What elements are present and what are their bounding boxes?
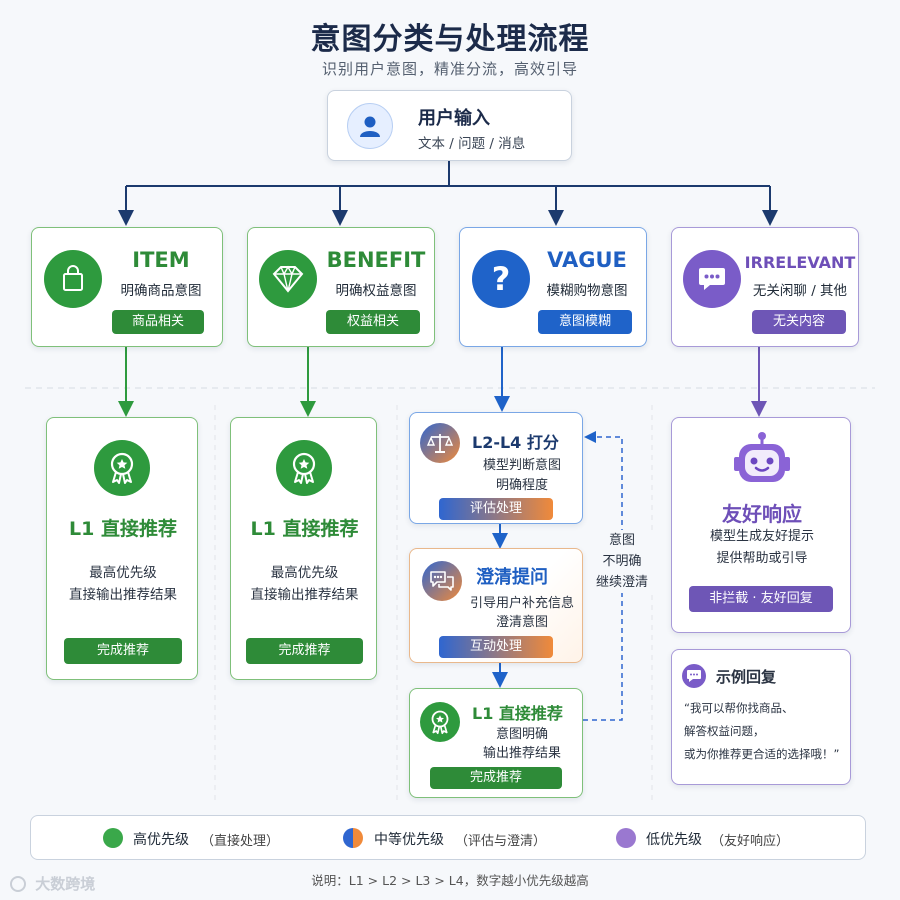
user-input-title: 用户输入 [418, 108, 490, 129]
interact-button[interactable]: 互动处理 [439, 636, 553, 658]
final-title: L1 直接推荐 [472, 704, 563, 723]
award-icon [94, 440, 150, 496]
category-desc-benefit: 明确权益意图 [335, 283, 417, 299]
example-line: “我可以帮你找商品、 [684, 701, 794, 715]
scoring-node: L2-L4 打分 模型判断意图 明确程度 评估处理 [409, 412, 583, 524]
page-title: 意图分类与处理流程 [310, 22, 590, 57]
example-title: 示例回复 [716, 668, 777, 686]
friendly-response-node: 友好响应 模型生成友好提示 提供帮助或引导 非拦截 · 友好回复 [671, 417, 851, 633]
legend-note-medium: （评估与澄清） [455, 834, 547, 849]
diamond-icon [259, 250, 317, 308]
tag-vague: 意图模糊 [538, 310, 632, 334]
l1-line1-item: 最高优先级 [89, 565, 157, 581]
tag-item: 商品相关 [112, 310, 204, 334]
user-input-node: 用户输入 文本 / 问题 / 消息 [327, 90, 572, 161]
watermark-text: 大数跨境 [35, 875, 96, 893]
category-desc-item: 明确商品意图 [120, 283, 202, 299]
robot-icon [732, 430, 792, 490]
chat-icon [683, 250, 741, 308]
page-subtitle: 识别用户意图，精准分流，高效引导 [321, 60, 578, 78]
clarify-line1: 引导用户补充信息 [469, 596, 574, 611]
award-icon [276, 440, 332, 496]
category-name-vague: VAGUE [547, 248, 627, 272]
category-card-benefit: BENEFIT 明确权益意图 权益相关 [247, 227, 435, 347]
legend-label-medium: 中等优先级 [374, 832, 444, 848]
scale-icon [420, 423, 460, 463]
clarify-line2: 澄清意图 [495, 615, 548, 630]
final-line2: 输出推荐结果 [482, 746, 561, 761]
category-card-item: ITEM 明确商品意图 商品相关 [31, 227, 223, 347]
shopping-bag-icon [44, 250, 102, 308]
final-line1: 意图明确 [495, 727, 548, 742]
category-card-irrelevant: IRRELEVANT 无关闲聊 / 其他 无关内容 [671, 227, 859, 347]
loop-label-line: 意图 [608, 533, 635, 548]
l1-title-item: L1 直接推荐 [69, 518, 177, 540]
legend-label-high: 高优先级 [133, 832, 189, 848]
speech-icon [682, 664, 706, 688]
complete-recommend-button-benefit[interactable]: 完成推荐 [246, 638, 363, 664]
loop-label-line: 继续澄清 [595, 575, 648, 590]
example-line: 解答权益问题， [684, 724, 765, 738]
tag-benefit: 权益相关 [326, 310, 420, 334]
legend-label-low: 低优先级 [646, 832, 702, 848]
friendly-line1: 模型生成友好提示 [709, 529, 814, 544]
category-name-irrelevant: IRRELEVANT [744, 253, 856, 272]
l1-card-benefit: L1 直接推荐 最高优先级 直接输出推荐结果 完成推荐 [230, 417, 377, 680]
legend-note-high: （直接处理） [201, 834, 280, 849]
example-reply-card: 示例回复 “我可以帮你找商品、 解答权益问题， 或为你推荐更合适的选择哦！” [671, 649, 851, 785]
category-name-item: ITEM [132, 248, 190, 272]
watermark: 大数跨境 [10, 873, 95, 894]
legend-note-low: （友好响应） [711, 834, 790, 849]
l1-line2-benefit: 直接输出推荐结果 [250, 587, 359, 603]
clarify-title: 澄清提问 [476, 567, 548, 588]
footnote: 说明：L1 > L2 > L3 > L4，数字越小优先级越高 [311, 873, 589, 888]
user-input-subtitle: 文本 / 问题 / 消息 [418, 136, 526, 152]
category-card-vague: ? VAGUE 模糊购物意图 意图模糊 [459, 227, 647, 347]
evaluate-button[interactable]: 评估处理 [439, 498, 553, 520]
category-desc-irrelevant: 无关闲聊 / 其他 [752, 283, 848, 299]
clarify-node: 澄清提问 引导用户补充信息 澄清意图 互动处理 [409, 548, 583, 663]
scoring-line2: 明确程度 [495, 478, 548, 493]
award-icon [420, 702, 460, 742]
friendly-title: 友好响应 [722, 502, 802, 526]
friendly-line2: 提供帮助或引导 [716, 551, 808, 566]
input-branch-connector [118, 161, 778, 226]
complete-recommend-button-item[interactable]: 完成推荐 [64, 638, 182, 664]
category-name-benefit: BENEFIT [326, 248, 426, 272]
final-recommend-node: L1 直接推荐 意图明确 输出推荐结果 完成推荐 [409, 688, 583, 798]
l1-line1-benefit: 最高优先级 [270, 565, 339, 581]
legend-dot-medium [343, 828, 363, 848]
l1-title-benefit: L1 直接推荐 [250, 518, 359, 540]
friendly-reply-button[interactable]: 非拦截 · 友好回复 [689, 586, 833, 612]
example-line: 或为你推荐更合适的选择哦！” [684, 747, 840, 761]
question-icon: ? [472, 250, 530, 308]
loop-label: 意图 不明确 继续澄清 [590, 530, 654, 593]
user-icon [347, 103, 393, 149]
scoring-line1: 模型判断意图 [482, 458, 561, 473]
loop-label-line: 不明确 [602, 554, 642, 569]
legend-dot-low [616, 828, 636, 848]
final-complete-button[interactable]: 完成推荐 [430, 767, 562, 789]
chat-bubbles-icon [422, 561, 462, 601]
l1-line2-item: 直接输出推荐结果 [69, 587, 177, 603]
l1-card-item: L1 直接推荐 最高优先级 直接输出推荐结果 完成推荐 [46, 417, 198, 680]
watermark-icon [10, 876, 26, 892]
category-desc-vague: 模糊购物意图 [546, 283, 628, 299]
scoring-title: L2-L4 打分 [472, 433, 559, 452]
tag-irrelevant: 无关内容 [752, 310, 846, 334]
legend: 高优先级 （直接处理） 中等优先级 （评估与澄清） 低优先级 （友好响应） [30, 815, 866, 860]
legend-dot-high [103, 828, 123, 848]
